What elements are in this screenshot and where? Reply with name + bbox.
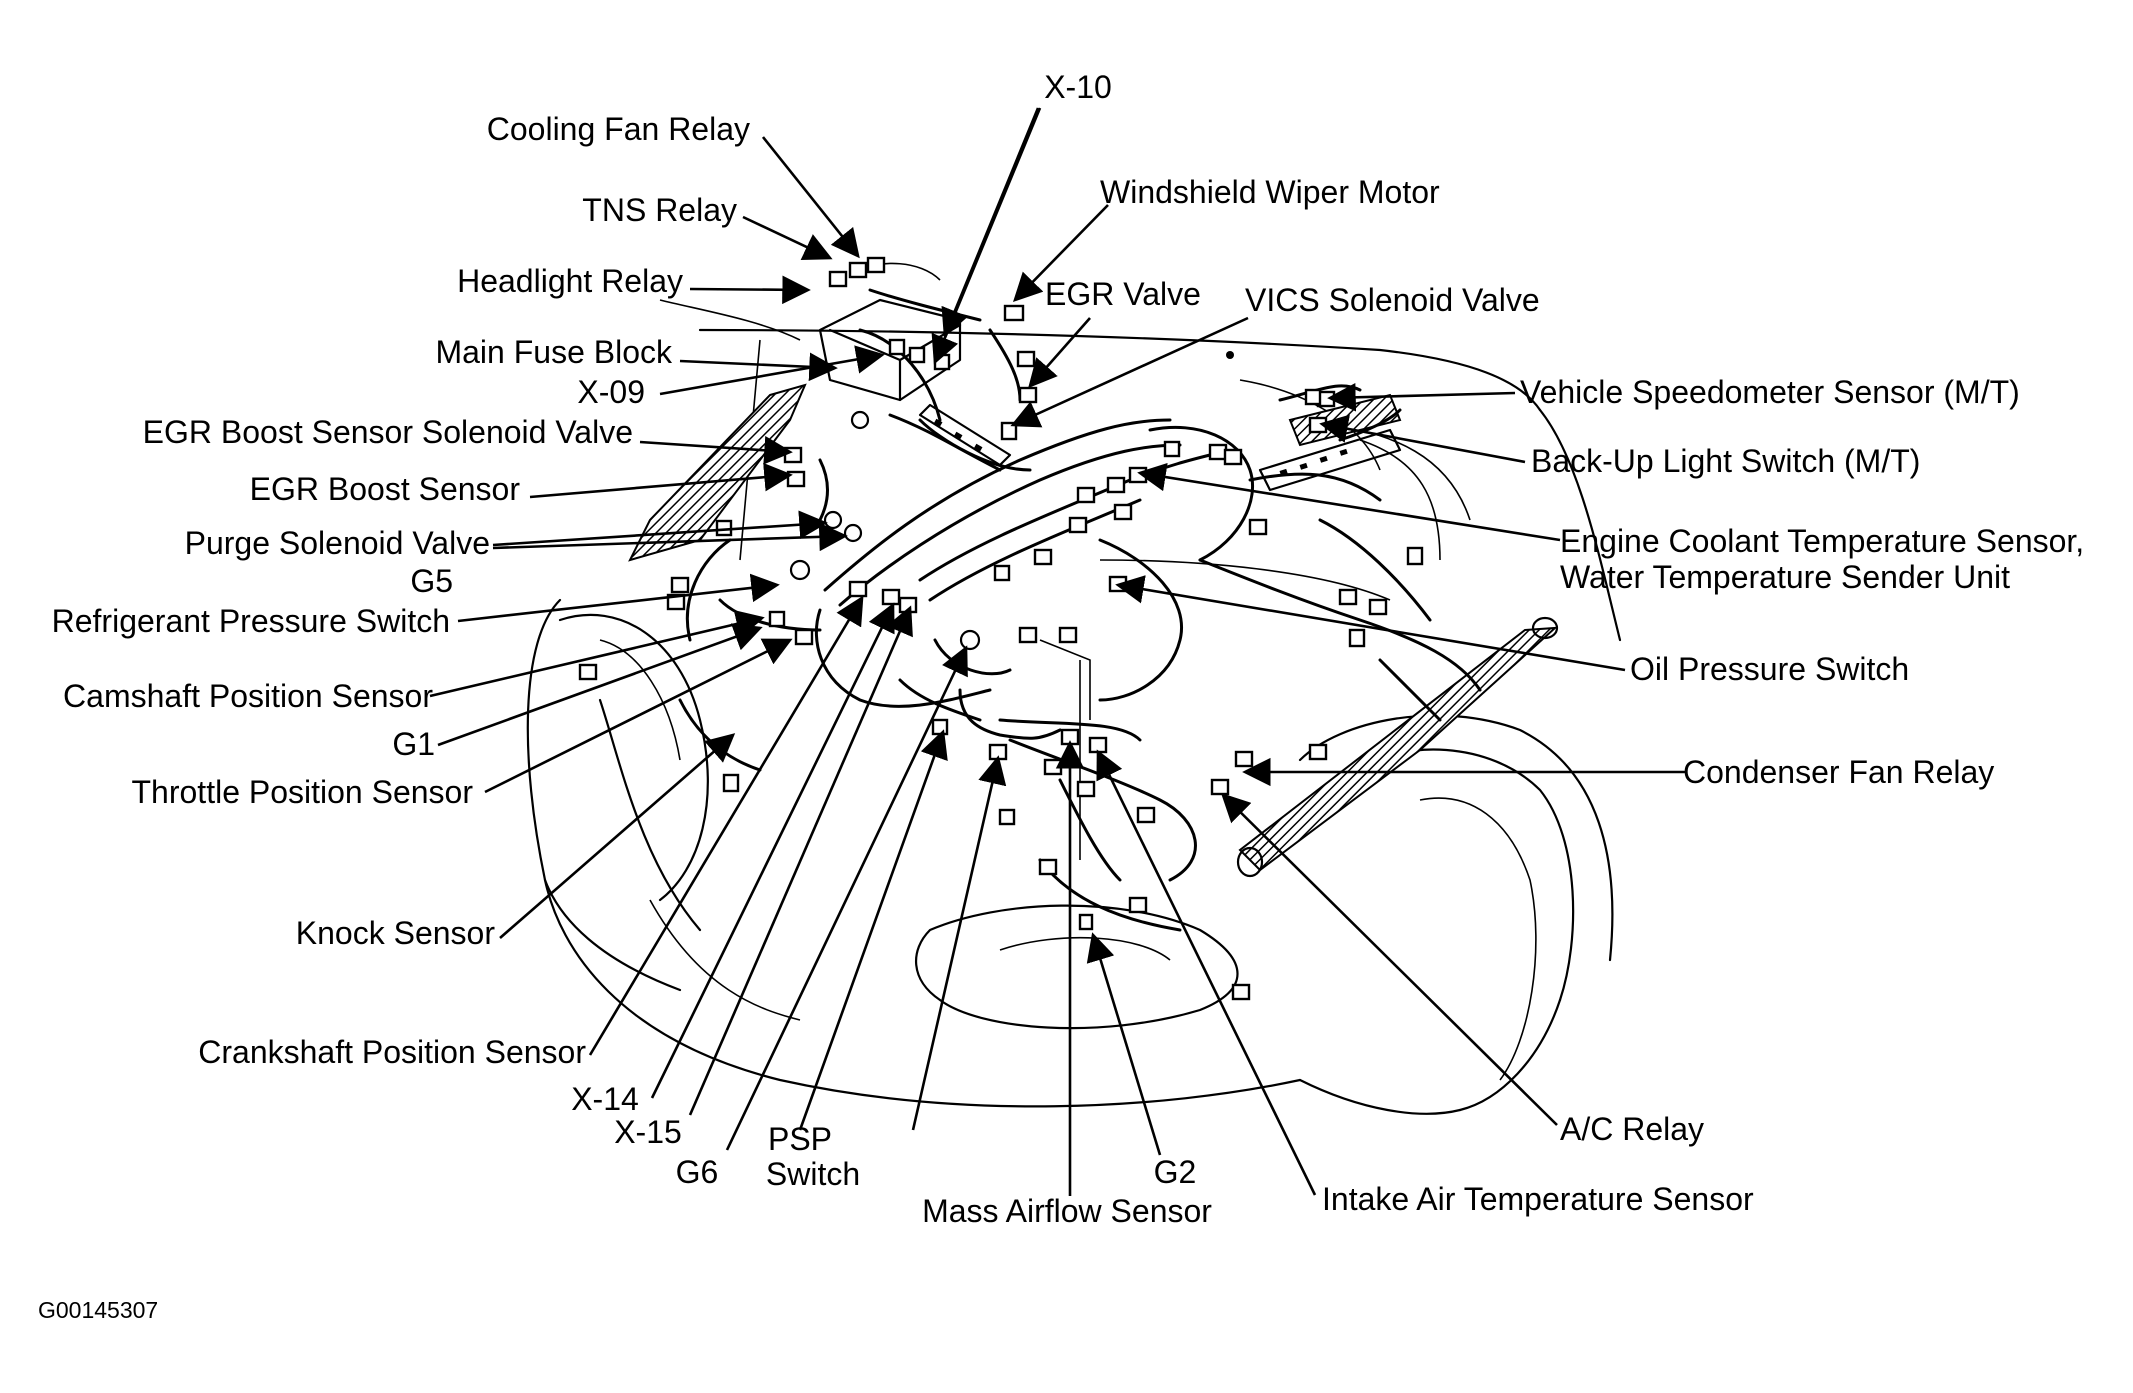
label-headlight-relay: Headlight Relay — [457, 263, 683, 299]
label-refrigerant-pressure-switch: Refrigerant Pressure Switch — [52, 603, 450, 639]
leader-lines — [429, 107, 1685, 1196]
label-vics-solenoid-valve: VICS Solenoid Valve — [1245, 282, 1540, 318]
label-egr-boost-sensor-solenoid-valve: EGR Boost Sensor Solenoid Valve — [143, 414, 633, 450]
label-g5: G5 — [410, 563, 453, 599]
label-throttle-position-sensor: Throttle Position Sensor — [132, 774, 474, 810]
label-condenser-fan-relay: Condenser Fan Relay — [1683, 754, 1994, 790]
label-psp: PSP — [768, 1121, 832, 1157]
callout-labels: X-10 Cooling Fan Relay Windshield Wiper … — [52, 69, 2085, 1229]
label-egr-boost-sensor: EGR Boost Sensor — [250, 471, 521, 507]
label-water-temperature-sender-unit: Water Temperature Sender Unit — [1560, 559, 2010, 595]
label-psp-switch: Switch — [766, 1156, 860, 1192]
label-x09: X-09 — [577, 374, 645, 410]
label-mass-airflow-sensor: Mass Airflow Sensor — [922, 1193, 1212, 1229]
label-egr-valve: EGR Valve — [1045, 276, 1201, 312]
label-purge-solenoid-valve: Purge Solenoid Valve — [185, 525, 490, 561]
label-windshield-wiper-motor: Windshield Wiper Motor — [1100, 174, 1440, 210]
figure-code: G00145307 — [38, 1297, 158, 1323]
label-camshaft-position-sensor: Camshaft Position Sensor — [63, 678, 433, 714]
label-engine-coolant-temperature-sensor: Engine Coolant Temperature Sensor, — [1560, 523, 2084, 559]
label-crankshaft-position-sensor: Crankshaft Position Sensor — [198, 1034, 586, 1070]
label-x14: X-14 — [571, 1081, 639, 1117]
label-intake-air-temperature-sensor: Intake Air Temperature Sensor — [1322, 1181, 1754, 1217]
label-back-up-light-switch: Back-Up Light Switch (M/T) — [1531, 443, 1920, 479]
label-cooling-fan-relay: Cooling Fan Relay — [487, 111, 750, 147]
label-vehicle-speedometer-sensor: Vehicle Speedometer Sensor (M/T) — [1520, 374, 2020, 410]
label-g1: G1 — [392, 726, 435, 762]
label-x15: X-15 — [614, 1114, 682, 1150]
label-main-fuse-block: Main Fuse Block — [435, 334, 673, 370]
label-g6: G6 — [676, 1154, 719, 1190]
engine-wire-harness — [678, 288, 1482, 932]
label-tns-relay: TNS Relay — [582, 192, 737, 228]
label-g2: G2 — [1154, 1154, 1197, 1190]
label-knock-sensor: Knock Sensor — [296, 915, 496, 951]
label-oil-pressure-switch: Oil Pressure Switch — [1630, 651, 1909, 687]
label-a-c-relay: A/C Relay — [1560, 1111, 1704, 1147]
connector-symbols — [578, 256, 1424, 1001]
label-x10: X-10 — [1044, 69, 1112, 105]
harness-strip-marks — [918, 403, 1402, 492]
